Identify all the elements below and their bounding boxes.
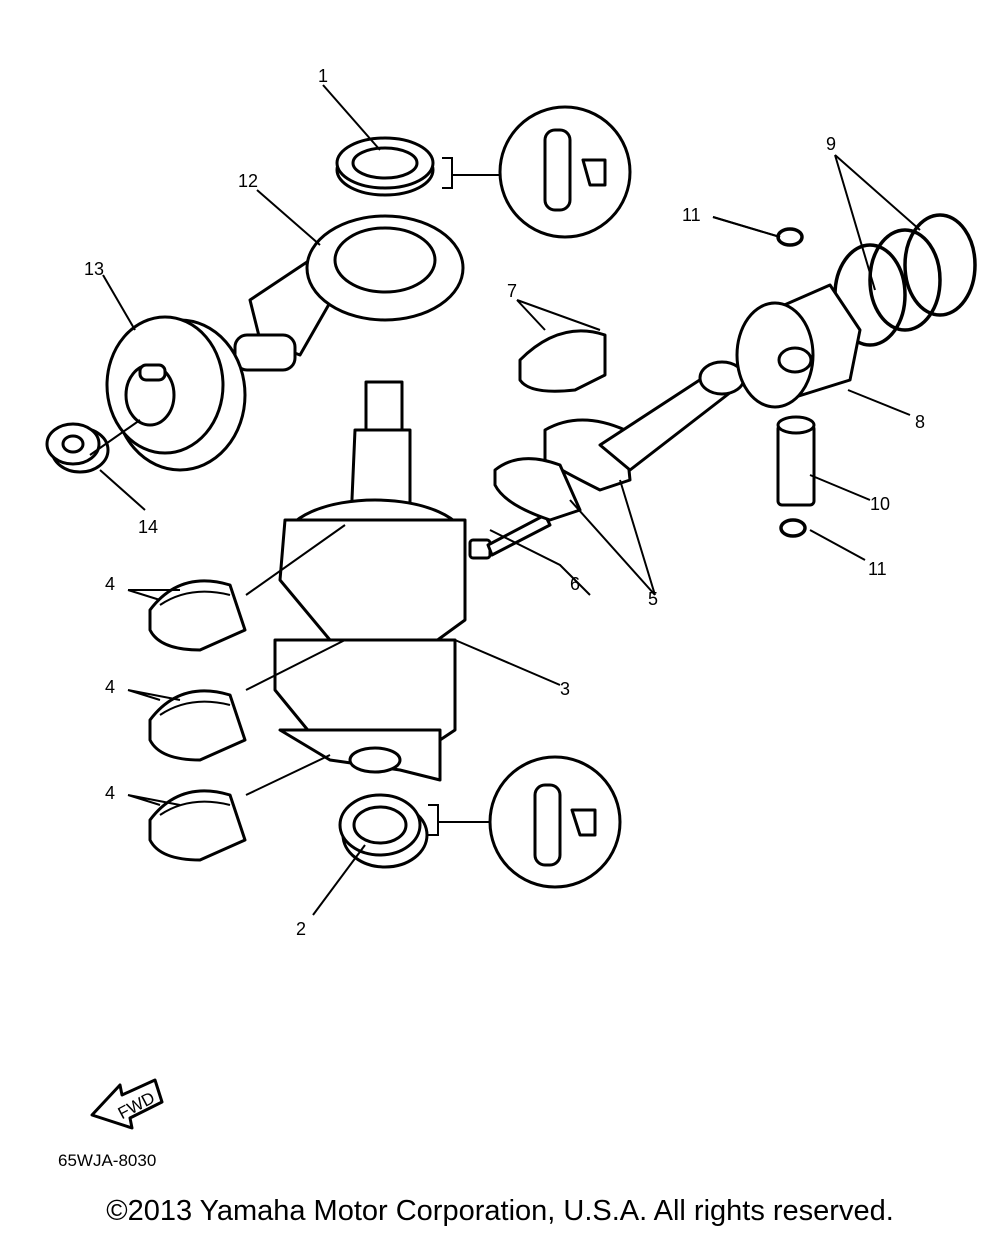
part-11-circlip-upper[interactable] — [776, 227, 804, 247]
part-4-bearing-lower[interactable] — [148, 789, 247, 862]
part-6-bolt[interactable] — [468, 513, 552, 560]
part-7-rod-bearing[interactable] — [518, 329, 607, 393]
part-2-oil-seal[interactable] — [338, 793, 429, 869]
callout-8: 8 — [915, 412, 925, 432]
callout-12: 12 — [238, 171, 258, 191]
part-5-connecting-rod[interactable] — [493, 360, 746, 522]
part-8-piston[interactable] — [735, 283, 862, 409]
copyright-notice: ©2013 Yamaha Motor Corporation, U.S.A. A… — [106, 1195, 894, 1227]
callout-6: 6 — [570, 574, 580, 594]
part-11-circlip-lower[interactable] — [779, 518, 807, 538]
callout-4a: 4 — [105, 574, 115, 594]
seal-detail-circle-lower — [488, 755, 622, 889]
part-14-nut[interactable] — [45, 422, 110, 474]
callout-13: 13 — [84, 259, 104, 279]
callout-3: 3 — [560, 679, 570, 699]
callout-9: 9 — [826, 134, 836, 154]
part-3-crankshaft[interactable] — [273, 380, 467, 782]
callout-11b: 11 — [868, 559, 887, 579]
diagram-code: 65WJA-8030 — [58, 1151, 156, 1170]
callout-14: 14 — [138, 517, 158, 537]
callout-5: 5 — [648, 589, 658, 609]
callout-2: 2 — [296, 919, 306, 939]
callout-1: 1 — [318, 66, 328, 86]
callout-10: 10 — [870, 494, 890, 514]
fwd-arrow-icon: FWD — [90, 1078, 164, 1130]
leader-lines — [99, 84, 921, 916]
part-4-bearing-upper[interactable] — [148, 579, 247, 652]
part-13-pulley[interactable] — [105, 315, 247, 472]
part-4-bearing-middle[interactable] — [148, 689, 247, 762]
callout-4b: 4 — [105, 677, 115, 697]
part-10-piston-pin[interactable] — [776, 415, 816, 507]
part-1-oil-seal[interactable] — [335, 136, 435, 197]
callout-4c: 4 — [105, 783, 115, 803]
part-12-drive-arm[interactable] — [233, 214, 465, 372]
seal-detail-circle-upper — [498, 105, 632, 239]
callout-7: 7 — [507, 281, 517, 301]
callout-11a: 11 — [682, 205, 701, 225]
